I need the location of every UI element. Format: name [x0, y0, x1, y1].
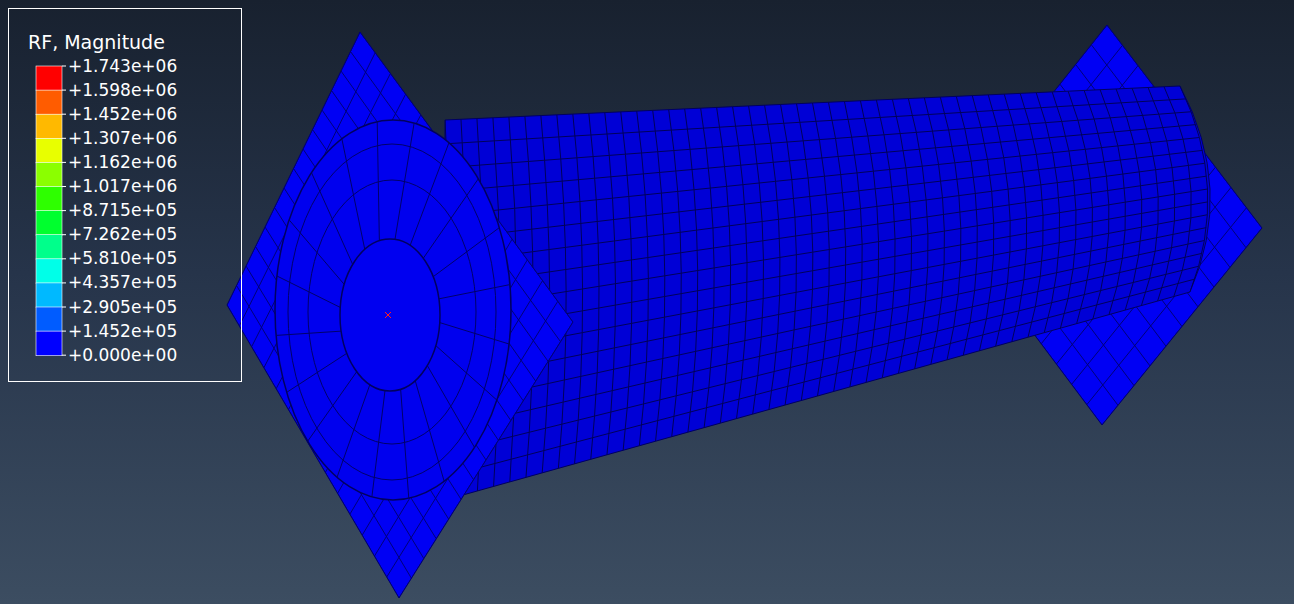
legend-swatch [36, 259, 62, 284]
mesh-line [1164, 87, 1191, 297]
legend-value: +5.810e+05 [68, 250, 177, 267]
legend-value: +8.715e+05 [68, 202, 177, 219]
mesh-line [1052, 92, 1076, 328]
legend-value: +7.262e+05 [68, 226, 177, 243]
mesh-line [1116, 89, 1142, 310]
legend-value: +1.452e+06 [68, 106, 177, 123]
mesh-line [449, 125, 1196, 192]
mesh-line [1180, 86, 1208, 292]
legend-value: +4.357e+05 [68, 274, 177, 291]
mesh-line [1084, 90, 1109, 319]
legend-tick [62, 162, 66, 163]
legend-tick [62, 234, 66, 235]
legend-value: +1.307e+06 [68, 130, 177, 147]
mesh-line [1036, 93, 1060, 333]
near-plate [227, 32, 573, 598]
mesh-line [1068, 91, 1092, 323]
legend-swatch [36, 66, 62, 91]
mesh-line [450, 150, 1202, 238]
legend-tick [62, 210, 66, 211]
mesh-line [451, 163, 1205, 262]
legend-swatch [36, 162, 62, 187]
mesh-line [1100, 90, 1125, 315]
cylinder-end-face [275, 120, 511, 500]
legend-tick [62, 307, 66, 308]
legend-tick [62, 282, 66, 283]
mesh-line [337, 385, 370, 478]
mesh-line [448, 266, 1199, 452]
mesh-line [287, 353, 347, 392]
legend-value: +1.743e+06 [68, 58, 177, 75]
mesh-line [1132, 88, 1158, 305]
legend-tick [62, 114, 66, 115]
legend-tick [62, 186, 66, 187]
legend-value: +2.905e+05 [68, 299, 177, 316]
mesh-line [308, 180, 476, 444]
legend-value: +0.000e+00 [68, 347, 177, 364]
legend-swatch [36, 211, 62, 236]
mesh-line [1148, 87, 1175, 301]
mesh-line [449, 253, 1202, 428]
legend-swatch [36, 114, 62, 139]
cylinder-body [445, 86, 1210, 500]
legend-tick [62, 90, 66, 91]
legend-value: +1.162e+06 [68, 154, 177, 171]
legend-tick [62, 355, 66, 356]
mesh-line [1004, 94, 1027, 342]
mesh-line [415, 381, 444, 482]
legend-tick [62, 66, 66, 67]
mesh-line [448, 112, 1191, 168]
mesh-line [1020, 93, 1043, 337]
mesh-line [288, 144, 496, 480]
legend-tick [62, 138, 66, 139]
mesh-line [342, 139, 365, 250]
legend-value: +1.598e+06 [68, 82, 177, 99]
legend-swatch [36, 138, 62, 163]
legend-swatch [36, 283, 62, 308]
reference-point-marker [385, 312, 391, 318]
legend-swatch [36, 90, 62, 115]
mesh-line [308, 372, 357, 442]
legend-swatch [36, 307, 62, 332]
mesh-line [401, 389, 409, 498]
legend-swatch [36, 331, 62, 356]
legend-swatch [36, 235, 62, 260]
legend-tick [62, 258, 66, 259]
mesh-line [446, 99, 1185, 144]
mesh-line [450, 138, 1200, 216]
legend-swatch [36, 187, 62, 212]
legend-value: +1.017e+06 [68, 178, 177, 195]
mesh-line [372, 391, 385, 497]
legend-title: RF, Magnitude [28, 33, 165, 52]
legend-value: +1.452e+05 [68, 323, 177, 340]
mesh-line [451, 176, 1207, 286]
legend-tick [62, 331, 66, 332]
